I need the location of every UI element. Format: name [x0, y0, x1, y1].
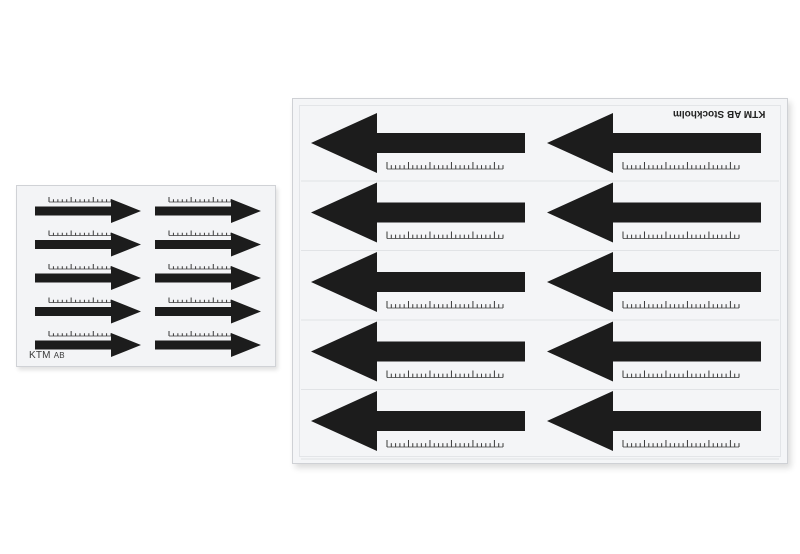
- large-arrow: [311, 391, 525, 451]
- large-arrow: [547, 252, 761, 312]
- small-arrow: [155, 232, 261, 257]
- small-ruler: [168, 264, 232, 270]
- small-sheet-graphics: [35, 197, 261, 357]
- large-ruler: [622, 162, 740, 170]
- small-ruler: [48, 230, 112, 236]
- large-ruler: [622, 370, 740, 378]
- large-ruler: [386, 162, 504, 170]
- large-sheet-brand: KTM AB Stockholm: [672, 108, 765, 119]
- small-arrow: [155, 199, 261, 223]
- small-ruler: [48, 264, 112, 270]
- small-ruler: [168, 230, 232, 236]
- large-sheet-border: [299, 105, 781, 457]
- small-arrow: [35, 199, 141, 223]
- small-sheet-brand-suffix: AB: [53, 351, 65, 360]
- large-arrow: [547, 182, 761, 243]
- large-ruler: [622, 231, 740, 239]
- small-arrow: [155, 266, 261, 290]
- large-ruler: [386, 440, 504, 448]
- small-arrow: [155, 333, 261, 357]
- large-arrow: [311, 182, 525, 243]
- large-ruler: [622, 440, 740, 448]
- small-ruler: [168, 297, 232, 303]
- large-ruler: [386, 370, 504, 378]
- small-arrow: [35, 266, 141, 290]
- small-ruler: [168, 197, 232, 203]
- large-ruler: [622, 301, 740, 309]
- large-arrow: [311, 113, 525, 173]
- large-arrow-label-sheet: KTM AB Stockholm: [292, 98, 788, 464]
- small-arrow: [35, 299, 141, 324]
- large-arrow: [547, 391, 761, 451]
- large-ruler: [386, 231, 504, 239]
- small-ruler: [168, 331, 232, 337]
- small-arrow: [35, 333, 141, 357]
- small-arrow: [35, 232, 141, 257]
- large-ruler: [386, 301, 504, 309]
- small-ruler: [48, 297, 112, 303]
- small-arrow: [155, 299, 261, 324]
- small-sheet-brand-text: KTM: [29, 350, 51, 361]
- large-arrow: [547, 321, 761, 382]
- large-arrow: [311, 321, 525, 382]
- large-arrow: [547, 113, 761, 173]
- small-ruler: [48, 331, 112, 337]
- small-ruler: [48, 197, 112, 203]
- large-arrow: [311, 252, 525, 312]
- large-sheet-graphics: [301, 113, 779, 460]
